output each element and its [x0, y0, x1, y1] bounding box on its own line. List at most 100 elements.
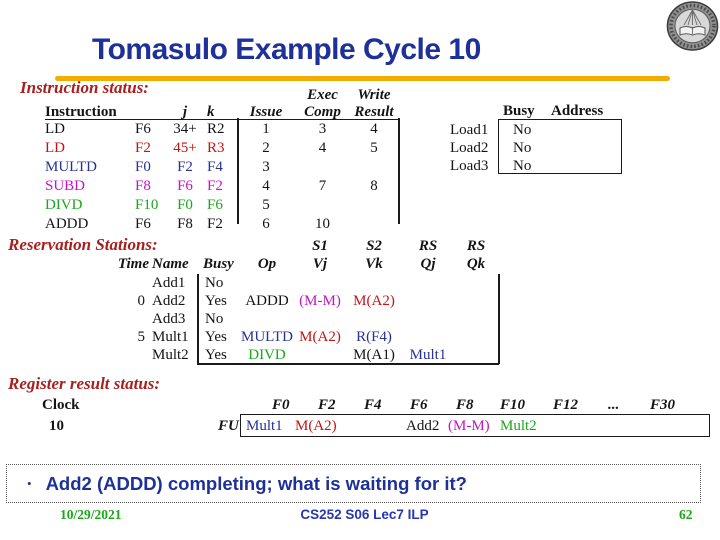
cell-rs-vj: (M-M): [299, 293, 341, 309]
cell-rs-op: ADDD: [245, 293, 289, 309]
col-header-f0: F0: [272, 397, 290, 413]
cell-rs-name: Add1: [152, 275, 186, 291]
fu-row-box: [240, 414, 710, 437]
university-seal-icon: [666, 1, 719, 51]
cell-op: LD: [45, 140, 65, 156]
instruction-status-table: Exec Write Instruction j k Issue Comp Re…: [45, 86, 400, 234]
bullet-icon: •: [27, 475, 32, 491]
cell-issue: 6: [262, 216, 270, 232]
cell-op: DIVD: [45, 197, 83, 213]
col-header-j: j: [182, 104, 188, 120]
col-header-s1: S1: [312, 238, 328, 254]
col-header-f8: F8: [456, 397, 474, 413]
cell-op: ADDD: [45, 216, 89, 232]
cell-op: MULTD: [45, 159, 97, 175]
col-header-address: Address: [551, 103, 604, 119]
table-divider: [197, 274, 199, 364]
cell-issue: 5: [262, 197, 270, 213]
cell-k: F2: [207, 216, 223, 232]
cell-j: F8: [177, 216, 193, 232]
clock-label: Clock: [42, 397, 80, 413]
cell-issue: 1: [262, 121, 270, 137]
cell-comp: 10: [315, 216, 330, 232]
cell-rs-op: DIVD: [248, 347, 286, 363]
reservation-stations-table: S1 S2 RS RS Time Name Busy Op Vj Vk Qj Q…: [100, 237, 500, 365]
cell-comp: 4: [318, 140, 327, 156]
col-header-name: Name: [152, 256, 189, 272]
cell-result: 8: [370, 178, 378, 194]
footer-date: 10/29/2021: [60, 507, 122, 522]
col-header-rs-qk: RS: [466, 238, 486, 254]
cell-dest: F0: [135, 159, 151, 175]
cell-result: 4: [370, 121, 378, 137]
col-header-comp: Comp: [304, 104, 341, 120]
col-header-ellipsis: ...: [608, 397, 620, 413]
col-header-f30: F30: [650, 397, 676, 413]
cell-j: F6: [177, 178, 193, 194]
cell-k: R2: [207, 121, 225, 137]
cell-k: F6: [207, 197, 223, 213]
fu-label: FU: [218, 418, 239, 434]
cell-k: R3: [207, 140, 225, 156]
cell-k: F4: [207, 159, 223, 175]
cell-k: F2: [207, 178, 223, 194]
reservation-stations-heading: Reservation Stations:: [8, 235, 158, 254]
cell-issue: 2: [262, 140, 270, 156]
cell-fu-f10: Mult2: [500, 418, 537, 434]
cell-rs-op: MULTD: [241, 329, 293, 345]
cell-load-name: Load2: [450, 140, 489, 156]
col-header-f2: F2: [318, 397, 336, 413]
title-underline: [55, 76, 670, 81]
cell-rs-busy: Yes: [205, 329, 227, 345]
cell-fu-f0: Mult1: [246, 418, 283, 434]
col-header-exec: Exec: [307, 87, 338, 103]
instruction-status-heading: Instruction status:: [20, 78, 149, 97]
cell-j: 34+: [173, 121, 197, 137]
col-header-qk: Qk: [466, 256, 486, 272]
cell-load-busy: No: [513, 158, 532, 174]
header-underline: [45, 103, 398, 120]
cell-rs-name: Mult2: [152, 347, 189, 363]
col-header-vk: Vk: [365, 256, 383, 272]
cell-j: F2: [177, 159, 193, 175]
table-bottom-border: [197, 363, 499, 365]
col-header-s2: S2: [366, 238, 382, 254]
bullet-text: Add2 (ADDD) completing; what is waiting …: [45, 472, 467, 494]
cell-issue: 3: [262, 159, 270, 175]
col-header-result: Result: [354, 104, 394, 120]
col-header-k: k: [207, 104, 215, 120]
cell-comp: 3: [318, 121, 327, 137]
cell-load-name: Load3: [450, 158, 489, 174]
cell-rs-name: Add3: [152, 311, 186, 327]
table-divider: [237, 118, 239, 224]
col-header-f10: F10: [500, 397, 526, 413]
cell-rs-vk: R(F4): [356, 329, 392, 345]
cell-op: SUBD: [45, 178, 86, 194]
slide-title: Tomasulo Example Cycle 10: [92, 33, 481, 66]
cell-fu-f8: (M-M): [448, 418, 490, 434]
cell-rs-qj: Mult1: [409, 347, 447, 363]
cell-op: LD: [45, 121, 65, 137]
cell-fu-f6: Add2: [406, 418, 440, 434]
cell-j: F0: [177, 197, 193, 213]
cell-load-busy: No: [513, 140, 532, 156]
cell-fu-f2: M(A2): [295, 418, 337, 434]
cell-dest: F6: [135, 216, 151, 232]
load-buffer-box: [498, 119, 622, 174]
cell-dest: F8: [135, 178, 151, 194]
footer-course: CS252 S06 Lec7 ILP: [300, 507, 429, 522]
clock-value: 10: [49, 418, 64, 434]
col-header-busy: Busy: [203, 256, 234, 272]
cell-dest: F10: [135, 197, 159, 213]
cell-rs-time: 0: [137, 293, 146, 309]
cell-j: 45+: [173, 140, 197, 156]
register-result-heading: Register result status:: [8, 374, 161, 393]
cell-rs-vk: M(A1): [353, 347, 395, 363]
col-header-f12: F12: [553, 397, 579, 413]
cell-load-busy: No: [513, 122, 532, 138]
cell-rs-busy: No: [205, 275, 224, 291]
cell-load-name: Load1: [450, 122, 489, 138]
col-header-time: Time: [117, 256, 149, 272]
cell-rs-busy: Yes: [205, 293, 227, 309]
